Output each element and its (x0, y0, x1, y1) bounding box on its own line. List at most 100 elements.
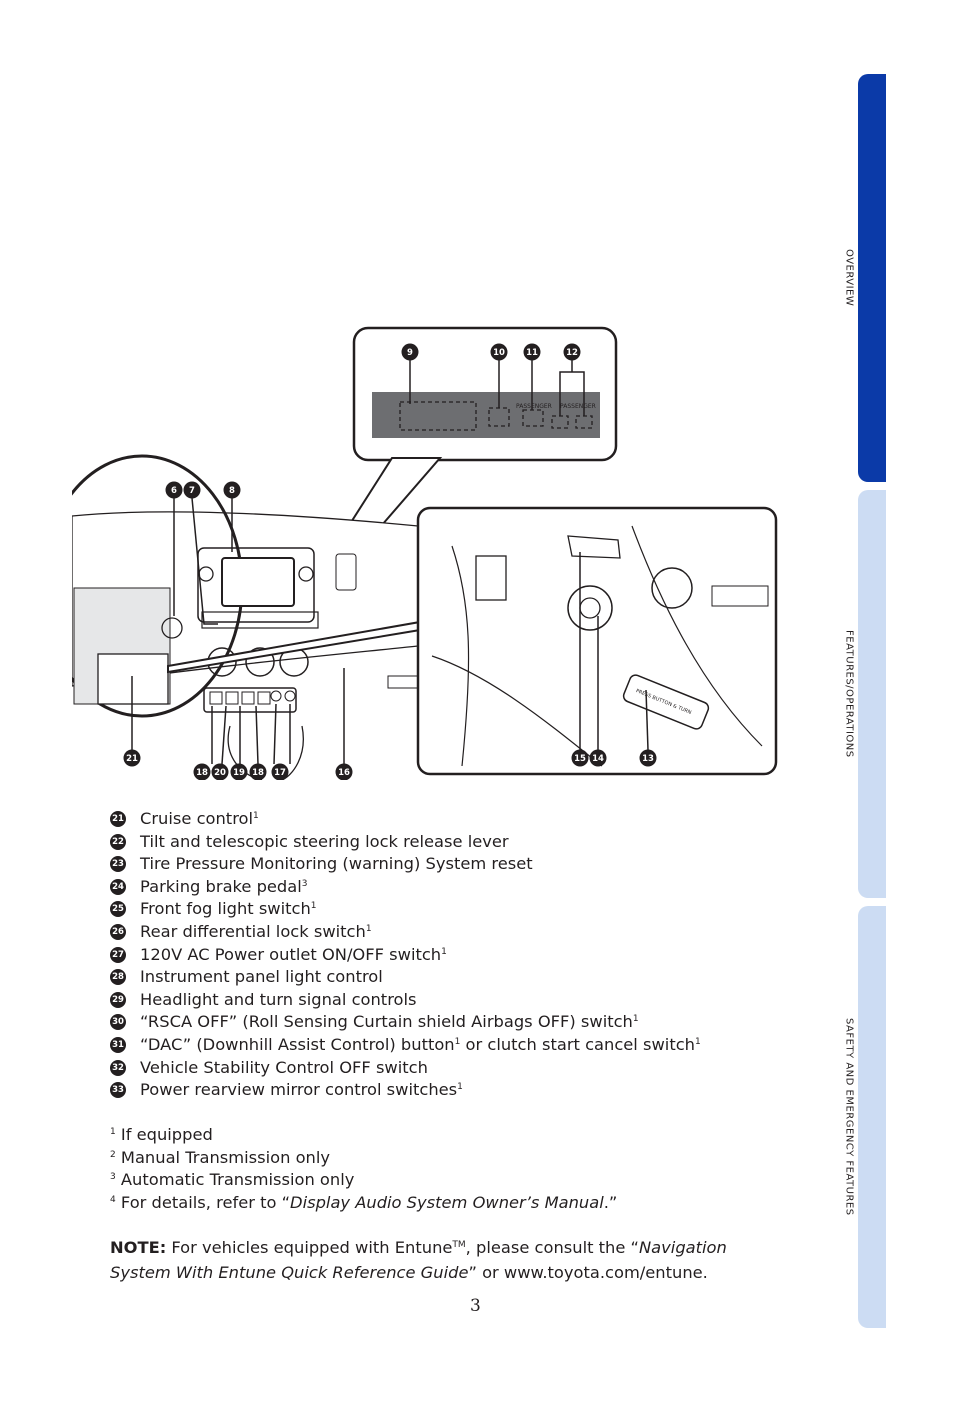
item-text: Cruise control (140, 809, 254, 828)
passenger-label-1: PASSENGER (516, 403, 552, 410)
page-number: 3 (470, 1296, 481, 1316)
item-number-badge: 33 (110, 1082, 126, 1099)
svg-text:20: 20 (214, 768, 226, 778)
svg-text:6: 6 (171, 486, 177, 496)
item-footnote-mark: 1 (310, 901, 317, 912)
passenger-label-2: PASSENGER (560, 403, 596, 410)
callout-7: 7 (183, 481, 201, 499)
note-paragraph: NOTE: For vehicles equipped with EntuneT… (110, 1235, 790, 1285)
list-item: 31 “DAC” (Downhill Assist Control) button… (110, 1034, 810, 1057)
svg-text:10: 10 (493, 348, 505, 358)
tab-safety-emergency[interactable] (858, 906, 886, 1328)
list-item: 21 Cruise control1 (110, 808, 810, 831)
item-text: Rear differential lock switch (140, 921, 366, 941)
callout-14: 14 (589, 749, 607, 767)
item-number-badge: 32 (110, 1059, 126, 1076)
item-text: Parking brake pedal (140, 876, 302, 896)
callout-11: 11 (523, 343, 541, 361)
callout-21: 21 (123, 749, 141, 767)
item-text: Tilt and telescopic steering lock releas… (140, 831, 509, 851)
item-number-badge: 26 (110, 923, 126, 940)
callout-18a: 18 (193, 763, 211, 780)
footnote-text: For details, refer to “ (115, 1192, 291, 1212)
tab-overview[interactable] (858, 74, 886, 482)
svg-text:11: 11 (526, 348, 538, 358)
svg-text:9: 9 (407, 348, 413, 358)
item-text: Tire Pressure Monitoring (warning) Syste… (140, 854, 533, 874)
item-number-badge: 27 (110, 946, 126, 963)
item-text: Front fog light switch (140, 899, 311, 919)
svg-text:18: 18 (252, 768, 264, 778)
note-text: For vehicles equipped with Entune (166, 1238, 453, 1257)
tab-features-label: FEATURES/OPERATIONS (843, 630, 855, 758)
list-item: 24 Parking brake pedal3 (110, 876, 810, 899)
note-text-3: ” or www.toyota.com/entune. (468, 1263, 708, 1282)
svg-text:15: 15 (574, 754, 586, 764)
item-number-badge: 25 (110, 901, 126, 918)
callout-20: 20 (211, 763, 229, 780)
callout-13: 13 (639, 749, 657, 767)
item-number-badge: 29 (110, 991, 126, 1008)
svg-text:19: 19 (233, 768, 245, 778)
callout-17: 17 (271, 763, 289, 780)
list-item: 27 120V AC Power outlet ON/OFF switch1 (110, 944, 810, 967)
callout-16: 16 (335, 763, 353, 780)
svg-text:16: 16 (338, 768, 350, 778)
item-text: “DAC” (Downhill Assist Control) button (140, 1034, 455, 1054)
item-footnote-mark: 1 (632, 1014, 639, 1025)
callout-9: 9 (401, 343, 419, 361)
item-number-badge: 24 (110, 878, 126, 895)
item-text: 120V AC Power outlet ON/OFF switch (140, 944, 442, 964)
list-item: 26 Rear differential lock switch1 (110, 921, 810, 944)
trademark-mark: TM (452, 1240, 466, 1250)
svg-text:12: 12 (566, 348, 578, 358)
svg-text:14: 14 (592, 754, 604, 764)
tab-overview-label: OVERVIEW (843, 249, 855, 307)
item-footnote-mark-2: 1 (694, 1036, 701, 1047)
footnote: 4 For details, refer to “Display Audio S… (110, 1192, 617, 1215)
item-text: Vehicle Stability Control OFF switch (140, 1057, 428, 1077)
item-footnote-mark: 1 (441, 946, 447, 957)
note-text-2: , please consult the “ (465, 1238, 639, 1257)
tab-features-operations[interactable] (858, 490, 886, 898)
svg-text:21: 21 (126, 754, 138, 764)
item-text: “RSCA OFF” (Roll Sensing Curtain shield … (140, 1012, 633, 1032)
item-footnote-mark: 1 (454, 1036, 461, 1047)
footnote-mark: 1 (110, 1127, 116, 1137)
svg-text:13: 13 (642, 754, 654, 764)
item-footnote-mark: 1 (365, 923, 372, 934)
footnote-manual-title: Display Audio System Owner’s Manual (290, 1192, 604, 1212)
item-number-badge: 28 (110, 969, 126, 986)
callout-8: 8 (223, 481, 241, 499)
callout-18b: 18 (249, 763, 267, 780)
callout-19: 19 (230, 763, 248, 780)
footnotes: 1 If equipped 2 Manual Transmission only… (110, 1124, 617, 1214)
footnote-text: Automatic Transmission only (115, 1170, 355, 1190)
item-footnote-mark: 3 (301, 878, 308, 889)
item-number-badge: 21 (110, 811, 126, 827)
footnote-mark: 2 (110, 1149, 116, 1160)
svg-text:7: 7 (189, 486, 195, 496)
item-number-badge: 22 (110, 833, 126, 850)
callout-12: 12 (563, 343, 581, 361)
item-footnote-mark: 1 (457, 1082, 463, 1093)
footnote-text-end: .” (603, 1192, 618, 1212)
list-item: 32 Vehicle Stability Control OFF switch (110, 1057, 810, 1080)
note-label: NOTE: (110, 1238, 167, 1257)
footnote-mark: 4 (110, 1194, 116, 1205)
footnote-mark: 3 (110, 1172, 116, 1183)
item-number-badge: 31 (110, 1036, 126, 1053)
footnote: 1 If equipped (110, 1124, 617, 1147)
callout-10: 10 (490, 343, 508, 361)
list-item: 22 Tilt and telescopic steering lock rele… (110, 831, 810, 854)
item-footnote-mark: 1 (253, 811, 259, 821)
dashboard-figure: PASSENGER PASSENGER (72, 326, 782, 780)
item-number-badge: 30 (110, 1014, 126, 1031)
footnote-text: Manual Transmission only (115, 1147, 331, 1167)
callout-6: 6 (165, 481, 183, 499)
